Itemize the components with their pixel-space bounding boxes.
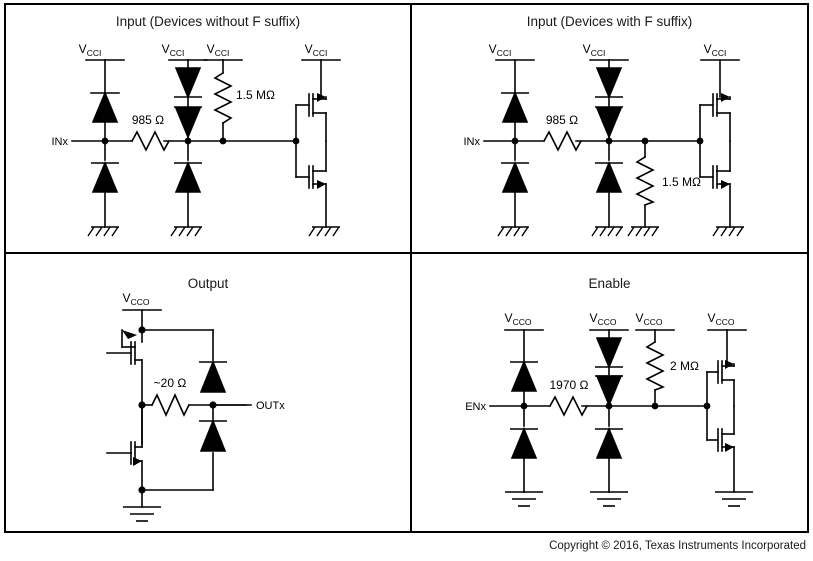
supply-label-vcco: VCCO xyxy=(123,291,150,307)
supply-label-vcci: VCCI xyxy=(162,42,185,58)
nmos-arrow xyxy=(721,180,730,189)
panel-enable: Enable xyxy=(412,254,807,531)
supply-label-vcco: VCCO xyxy=(505,311,532,327)
panel-input-without-f-suffix: Input (Devices without F suffix) xyxy=(6,5,412,254)
supply-label-vcci: VCCI xyxy=(207,42,230,58)
zener-diode xyxy=(595,107,623,140)
panel-output: Output xyxy=(6,254,412,531)
zener-diode xyxy=(174,67,202,100)
esd-diode xyxy=(199,359,227,393)
supply-label-vcco: VCCO xyxy=(708,311,735,327)
panel-title-input-with-f: Input (Devices with F suffix) xyxy=(526,14,693,29)
panel-title-input-without-f: Input (Devices without F suffix) xyxy=(115,14,301,29)
node-dot xyxy=(138,326,146,334)
esd-diode xyxy=(501,90,529,123)
resistor-label-985: 985 Ω xyxy=(546,113,578,127)
node-dot xyxy=(511,137,519,145)
pmos-arrow xyxy=(721,93,730,102)
esd-diode xyxy=(501,160,529,193)
resistor-label-20: ~20 Ω xyxy=(154,376,187,390)
node-dot xyxy=(605,402,613,410)
node-dot xyxy=(651,402,659,410)
zener-diode xyxy=(595,67,623,100)
pin-label-enx: ENx xyxy=(465,401,486,413)
pmos-arrow xyxy=(725,360,734,369)
node-dot xyxy=(184,137,192,145)
esd-diode xyxy=(91,160,119,193)
esd-diode xyxy=(595,160,623,193)
pin-label-inx: INx xyxy=(464,136,481,148)
esd-diode xyxy=(91,90,119,123)
supply-label-vcco: VCCO xyxy=(636,311,663,327)
resistor-label-1p5m: 1.5 MΩ xyxy=(236,88,275,102)
supply-label-vcci: VCCI xyxy=(305,42,328,58)
node-dot xyxy=(292,137,300,145)
esd-diode xyxy=(510,426,538,459)
copyright-notice: Copyright © 2016, Texas Instruments Inco… xyxy=(549,540,806,552)
pin-label-inx: INx xyxy=(52,136,69,148)
pmos-arrow xyxy=(317,93,326,102)
panel-title-output: Output xyxy=(187,276,229,291)
resistor-label-985: 985 Ω xyxy=(132,113,164,127)
esd-diode xyxy=(174,160,202,193)
earth-ground xyxy=(123,506,161,522)
node-dot xyxy=(703,402,711,410)
zener-diode xyxy=(174,107,202,140)
node-dot xyxy=(219,137,227,145)
supply-label-vcco: VCCO xyxy=(590,311,617,327)
pmos-arrow xyxy=(122,330,137,339)
node-dot xyxy=(605,137,613,145)
figure-frame: Input (Devices without F suffix) xyxy=(4,3,809,533)
node-dot xyxy=(138,486,146,494)
supply-label-vcci: VCCI xyxy=(489,42,512,58)
node-dot xyxy=(209,401,217,409)
resistor-label-1970: 1970 Ω xyxy=(550,378,589,392)
zener-diode xyxy=(595,337,623,370)
resistor-label-2m: 2 MΩ xyxy=(670,359,699,373)
nmos-arrow xyxy=(317,180,326,189)
supply-label-vcci: VCCI xyxy=(704,42,727,58)
node-dot xyxy=(641,137,649,145)
nmos-arrow xyxy=(133,457,142,466)
node-dot xyxy=(520,402,528,410)
esd-diode xyxy=(510,359,538,392)
esd-diode xyxy=(595,426,623,459)
panel-title-enable: Enable xyxy=(588,276,631,291)
earth-ground xyxy=(505,491,753,507)
node-dot xyxy=(138,401,146,409)
resistor-label-1p5m: 1.5 MΩ xyxy=(662,175,701,189)
nmos-arrow xyxy=(725,443,734,452)
supply-label-vcci: VCCI xyxy=(79,42,102,58)
node-dot xyxy=(696,137,704,145)
esd-diode xyxy=(199,418,227,452)
pin-label-outx: OUTx xyxy=(256,400,285,412)
supply-label-vcci: VCCI xyxy=(583,42,606,58)
panel-input-with-f-suffix: Input (Devices with F suffix) xyxy=(412,5,807,254)
zener-diode xyxy=(595,375,623,408)
chassis-ground xyxy=(497,226,744,237)
chassis-ground xyxy=(87,226,340,237)
node-dot xyxy=(101,137,109,145)
